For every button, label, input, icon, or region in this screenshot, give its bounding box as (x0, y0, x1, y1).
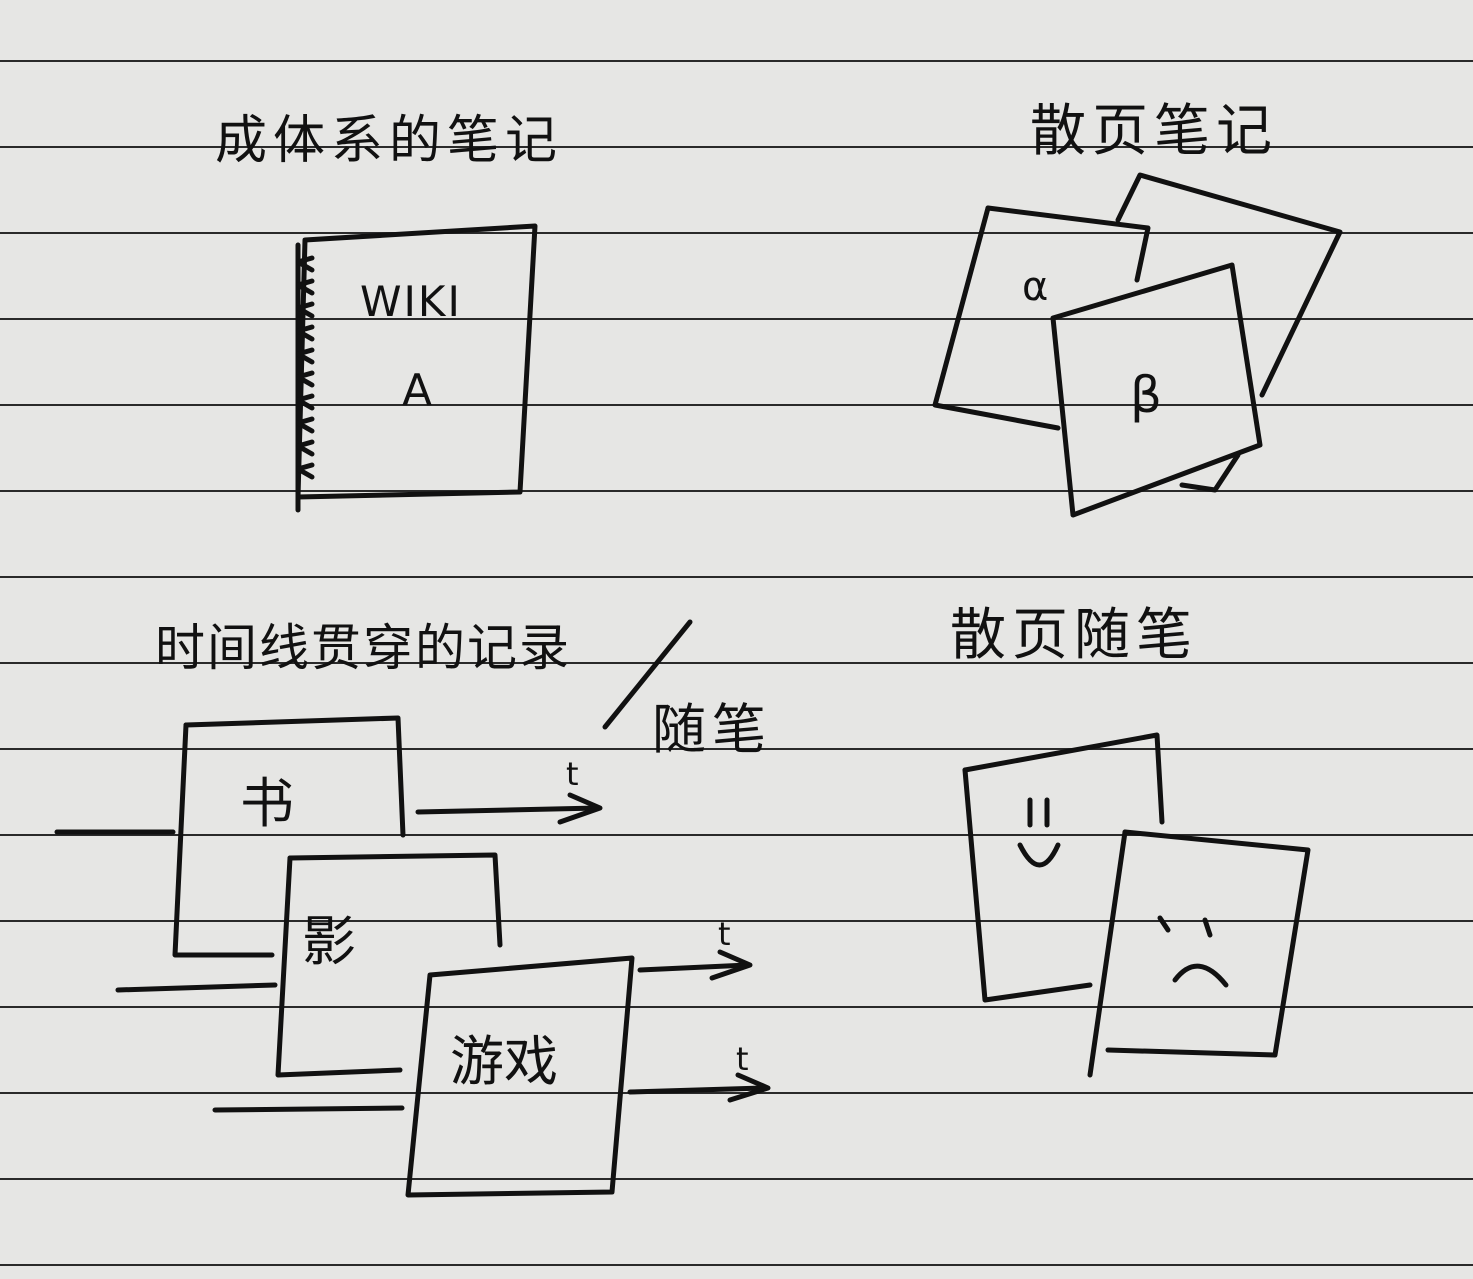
timeline-book-label: 书 (240, 772, 294, 835)
systematic-notes-title: 成体系的笔记 (215, 111, 564, 171)
timeline-records-title: 时间线贯穿的记录 (155, 619, 571, 677)
timeline-game-label: 游戏 (450, 1030, 558, 1093)
notebook-title-label: WIKI (360, 277, 462, 326)
time-axis-label-1: t (566, 755, 579, 793)
page-beta-label: β (1130, 366, 1162, 424)
timeline-essays-alt-title: 随笔 (652, 698, 772, 761)
time-axis-label-3: t (736, 1040, 749, 1078)
timeline-page-film (115, 852, 753, 1078)
loose-page-beta (1050, 262, 1263, 518)
title-slash (602, 619, 693, 730)
time-axis-label-2: t (718, 915, 731, 953)
loose-essays-title: 散页随笔 (950, 603, 1198, 668)
page-alpha-label: α (1022, 264, 1048, 310)
notebook-letter-label: A (402, 365, 432, 416)
essay-page-sad (1087, 829, 1311, 1078)
loose-notes-title: 散页笔记 (1030, 99, 1278, 164)
loose-page-alpha (932, 205, 1151, 431)
timeline-film-label: 影 (302, 910, 356, 973)
timeline-page-game (212, 955, 771, 1198)
essay-page-happy (962, 732, 1165, 1003)
spiral-notebook (295, 223, 538, 513)
loose-page-back (1115, 172, 1343, 398)
timeline-page-book (54, 715, 603, 958)
